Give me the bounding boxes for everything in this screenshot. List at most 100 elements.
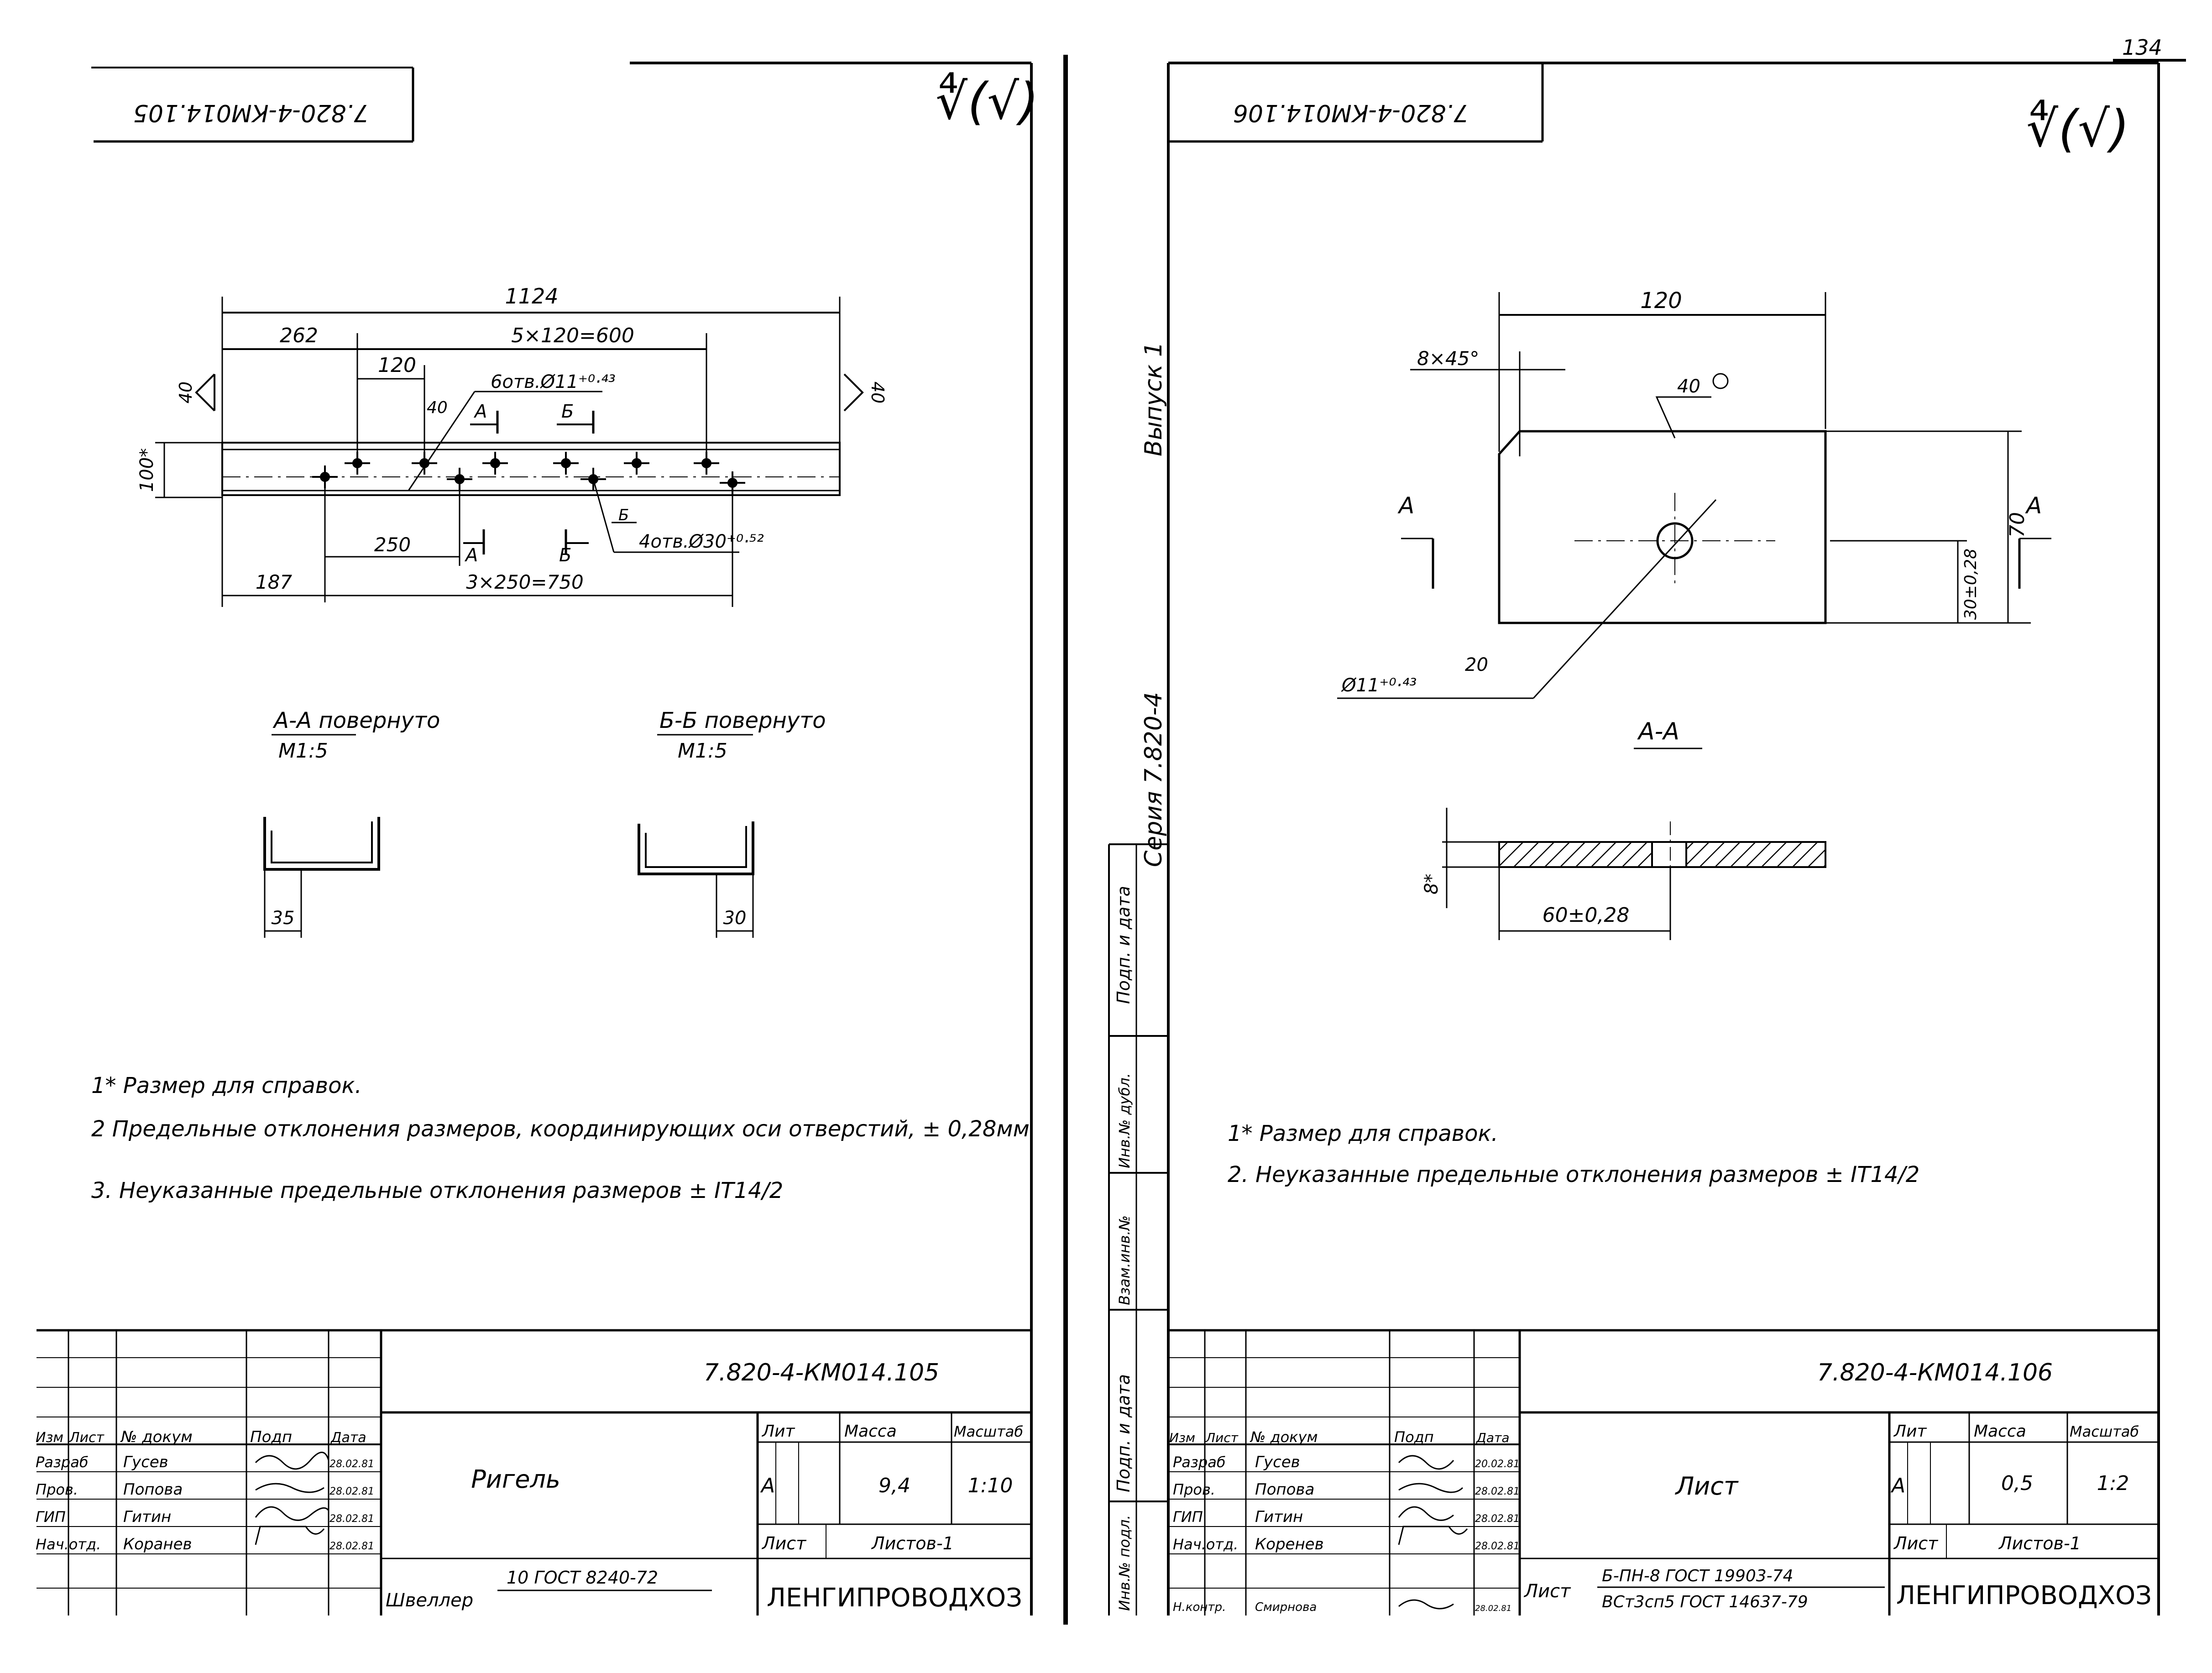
hdr-list: Лист: [1205, 1430, 1239, 1445]
material-spec-1: Б-ПН-8 ГОСТ 19903-74: [1602, 1567, 1793, 1585]
section-title: А-А: [1637, 718, 1679, 745]
section-b-dim: 30: [723, 908, 747, 929]
doc-code: 7.820-4-КМ014.106: [1817, 1359, 2053, 1386]
hdr-sign: Подп: [250, 1428, 292, 1446]
dim-chamfer: 8×45°: [1417, 347, 1479, 370]
date-4: 28.02.81: [1475, 1604, 1511, 1613]
material: Лист: [1523, 1581, 1571, 1602]
dim-thickness: 8*: [1421, 874, 1442, 894]
right-sheet: 7.820-4-КМ014.106 ∜(√) Серия 7.820-4 Вып…: [1108, 62, 2160, 1615]
sheets-label: Листов-1: [1998, 1533, 2081, 1553]
scale-value: 1:2: [2097, 1472, 2129, 1495]
dim-hole-pos: 30±0,28: [1961, 549, 1980, 620]
name-1: Попова: [1255, 1480, 1314, 1499]
date-1: 28.02.81: [1475, 1486, 1520, 1497]
mark-a-left: А: [1397, 492, 1414, 519]
plate-plan-view: 120 8×45° 40 70 30±0,28 Ø11⁺⁰·⁴³ 20 А А: [1337, 288, 2051, 699]
sheet-label: Лист: [761, 1533, 807, 1553]
stamp-2: Взам.инв.№: [1116, 1215, 1133, 1305]
weld-mark: 40: [1677, 376, 1700, 397]
mass-value: 0,5: [2001, 1472, 2033, 1495]
hdr-doc: № докум: [120, 1428, 193, 1446]
weld-left: 40: [176, 382, 196, 403]
note-2: 2 Предельные отклонения размеров, коорди…: [91, 1116, 1030, 1142]
title-block-right: 7.820-4-КМ014.106 Лист Изм Лист № докум …: [1168, 1329, 2159, 1615]
lit-label: Лит: [761, 1422, 795, 1441]
material-spec: 10 ГОСТ 8240-72: [507, 1568, 658, 1588]
stamp-0: Подп. и дата: [1114, 886, 1134, 1004]
hdr-izm: Изм: [1169, 1430, 1195, 1445]
hdr-date: Дата: [330, 1430, 366, 1446]
mark-a-right: А: [2025, 492, 2042, 519]
mark-a-top: А: [473, 401, 487, 422]
weld-mid: 40: [427, 398, 448, 417]
lit-value: А: [760, 1474, 775, 1497]
name-3: Коренев: [1255, 1535, 1324, 1553]
dim-pitch-bottom: 3×250=750: [466, 571, 583, 593]
lit-value: А: [1890, 1474, 1905, 1497]
hdr-date: Дата: [1475, 1430, 1510, 1445]
dim-width: 120: [1640, 288, 1682, 314]
mark-a-bottom: А: [464, 545, 478, 566]
section-aa: А-А 8* 60±0,28: [1421, 718, 1826, 940]
page-number: 134: [2122, 35, 2162, 60]
scale-label: Масштаб: [2070, 1423, 2139, 1440]
dim-pitch-top: 5×120=600: [511, 324, 634, 347]
date-3: 28.02.81: [329, 1541, 374, 1552]
date-1: 28.02.81: [329, 1486, 374, 1497]
date-0: 28.02.81: [329, 1459, 374, 1470]
date-2: 28.02.81: [329, 1513, 374, 1525]
issue-text: Выпуск 1: [1140, 342, 1167, 456]
section-a: А-А повернуто М1:5 35: [263, 708, 440, 938]
date-2: 28.02.81: [1475, 1513, 1520, 1525]
role-1: Пров.: [1173, 1481, 1215, 1498]
part-name: Ригель: [471, 1465, 560, 1494]
role-2: ГИП: [36, 1508, 66, 1526]
hdr-sign: Подп: [1394, 1428, 1434, 1446]
role-1: Пров.: [36, 1481, 78, 1498]
mass-value: 9,4: [879, 1474, 910, 1497]
name-0: Гусев: [123, 1453, 168, 1471]
stamp-3: Подп. и дата: [1114, 1374, 1134, 1492]
material: Швеллер: [386, 1590, 473, 1611]
section-b-title: Б-Б повернуто: [659, 708, 826, 733]
dim-height: 100*: [136, 448, 157, 492]
note-1: 1* Размер для справок.: [1228, 1121, 1498, 1146]
dim-hole-leader: 20: [1465, 654, 1488, 675]
dim-first: 262: [280, 324, 318, 347]
name-1: Попова: [123, 1480, 183, 1499]
name-3: Коранев: [123, 1535, 192, 1553]
dim-250: 250: [374, 533, 411, 556]
stamp-1: Инв.№ дубл.: [1116, 1073, 1133, 1168]
note-3: 3. Неуказанные предельные отклонения раз…: [91, 1178, 783, 1203]
dim-187: 187: [256, 571, 292, 593]
left-sheet: 7.820-4-КМ014.105 ∜(√) 1124 262 5×120=60…: [36, 62, 1039, 1615]
hdr-list: Лист: [69, 1430, 105, 1446]
mass-label: Масса: [844, 1422, 897, 1441]
mark-b-bottom: Б: [559, 545, 571, 566]
weld-right: 40: [868, 382, 888, 403]
name-4: Смирнова: [1255, 1600, 1317, 1614]
role-2: ГИП: [1173, 1508, 1203, 1526]
dim-overall: 1124: [505, 284, 558, 308]
dim-height: 70: [2006, 512, 2029, 538]
name-0: Гусев: [1255, 1453, 1300, 1471]
hdr-izm: Изм: [36, 1430, 63, 1446]
role-3: Нач.отд.: [1173, 1536, 1238, 1553]
section-b: Б-Б повернуто М1:5 30: [638, 708, 826, 938]
material-spec-2: ВСт3сп5 ГОСТ 14637-79: [1602, 1593, 1808, 1611]
part-name: Лист: [1675, 1472, 1739, 1500]
hdr-doc: № докум: [1250, 1428, 1318, 1446]
dim-hole: Ø11⁺⁰·⁴³: [1341, 675, 1417, 696]
sheet-label: Лист: [1893, 1533, 1939, 1553]
holes-bottom: 4отв.Ø30⁺⁰·⁵²: [639, 531, 764, 552]
name-2: Гитин: [123, 1508, 171, 1526]
side-stamp: Подп. и дата Инв.№ дубл. Взам.инв.№ Подп…: [1108, 843, 1168, 1615]
roughness-symbol: ∜(√): [936, 72, 1039, 131]
section-b-scale: М1:5: [678, 739, 727, 763]
dim-pitch-small: 120: [378, 354, 416, 377]
mass-label: Масса: [1974, 1422, 2026, 1441]
role-0: Разраб: [1173, 1453, 1226, 1471]
mark-b-top: Б: [561, 401, 574, 422]
